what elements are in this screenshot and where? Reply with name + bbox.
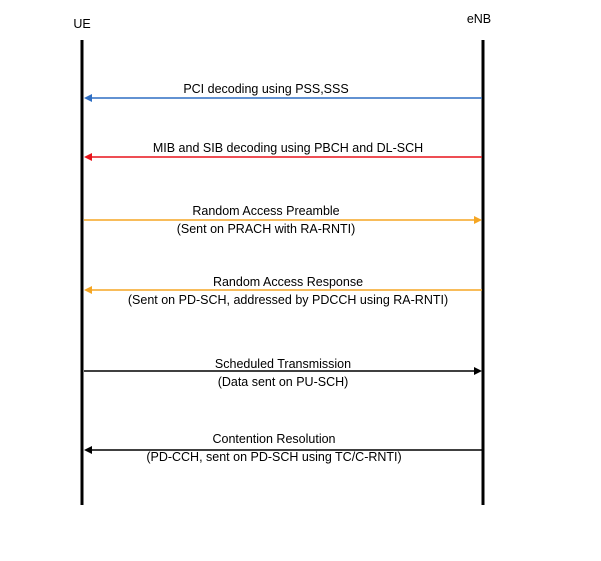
arrowhead-icon [84,286,92,294]
message-label: Random Access Preamble [192,204,339,218]
message-label: PCI decoding using PSS,SSS [183,82,348,96]
message-label: Random Access Response [213,275,363,289]
message-group: PCI decoding using PSS,SSS MIB and SIB de… [84,82,482,464]
message-1: PCI decoding using PSS,SSS [84,82,482,102]
message-sublabel: (PD-CCH, sent on PD-SCH using TC/C-RNTI) [146,450,401,464]
arrowhead-icon [84,153,92,161]
arrowhead-icon [84,94,92,102]
message-label: Contention Resolution [213,432,336,446]
message-5: Scheduled Transmission (Data sent on PU-S… [84,357,482,389]
message-label: MIB and SIB decoding using PBCH and DL-S… [153,141,423,155]
message-sublabel: (Data sent on PU-SCH) [218,375,349,389]
message-2: MIB and SIB decoding using PBCH and DL-S… [84,141,482,161]
entity-enb-label: eNB [467,12,491,26]
entity-ue-label: UE [73,17,90,31]
message-4: Random Access Response (Sent on PD-SCH, a… [84,275,482,307]
message-6: Contention Resolution (PD-CCH, sent on PD… [84,432,482,464]
arrowhead-icon [474,216,482,224]
message-label: Scheduled Transmission [215,357,351,371]
message-3: Random Access Preamble (Sent on PRACH wit… [84,204,482,236]
message-sublabel: (Sent on PRACH with RA-RNTI) [177,222,356,236]
arrowhead-icon [474,367,482,375]
message-sublabel: (Sent on PD-SCH, addressed by PDCCH usin… [128,293,448,307]
arrowhead-icon [84,446,92,454]
